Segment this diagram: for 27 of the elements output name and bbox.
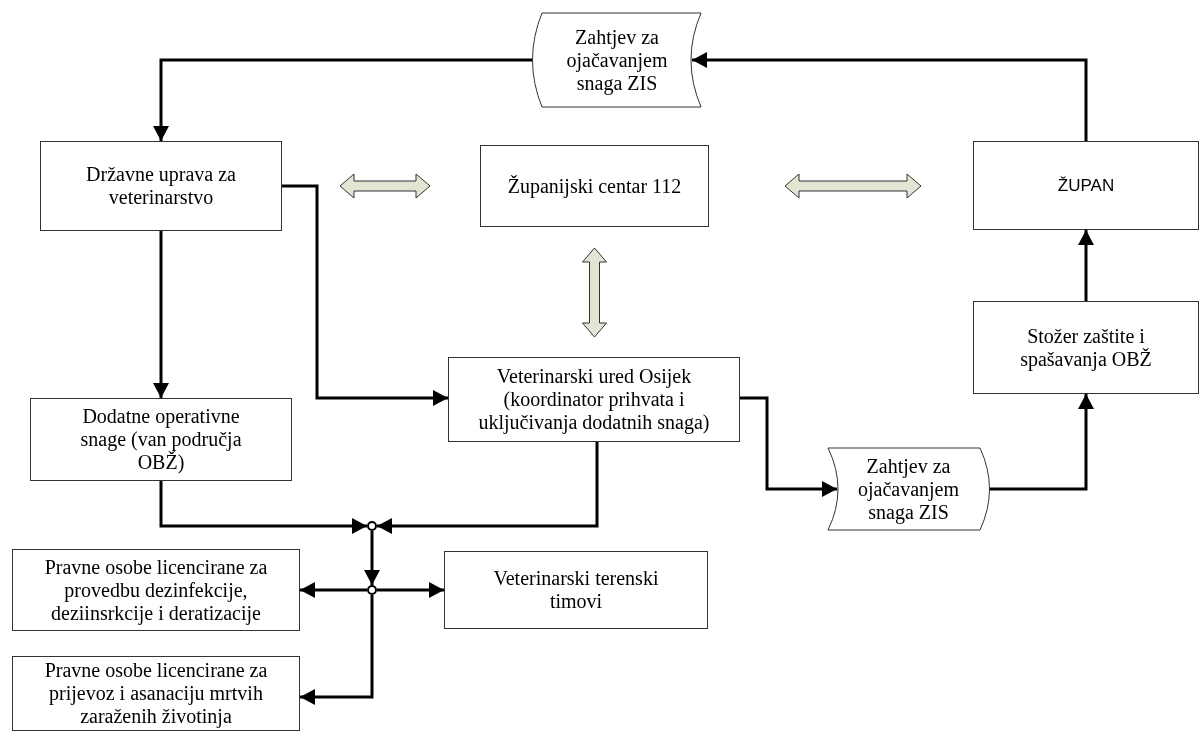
punched-tape-shape: Zahtjev za ojačavanjem snaga ZIS bbox=[827, 447, 990, 531]
arrow bbox=[159, 481, 367, 534]
arrow bbox=[300, 595, 374, 705]
process-box: Pravne osobe licencirane za provedbu dezinfekcije, deziinsrkcije i deratizacije bbox=[12, 549, 300, 631]
arrow bbox=[740, 396, 837, 497]
arrow bbox=[300, 582, 367, 598]
process-box: Županijski centar 112 bbox=[480, 145, 709, 227]
process-box: Stožer zaštite i spašavanja OBŽ bbox=[973, 301, 1199, 394]
arrow bbox=[1078, 230, 1094, 301]
double-block-arrow bbox=[784, 173, 922, 199]
process-box: Veterinarski terenski timovi bbox=[444, 551, 708, 629]
process-box: Državne uprava za veterinarstvo bbox=[40, 141, 282, 231]
process-box: Dodatne operativne snage (van područja OBŽ) bbox=[30, 398, 292, 481]
arrow bbox=[377, 582, 444, 598]
arrow bbox=[364, 531, 380, 585]
punched-tape-shape: Zahtjev za ojačavanjem snaga ZIS bbox=[532, 12, 702, 108]
process-box: Pravne osobe licencirane za prijevoz i asanaciju mrtvih zaraženih životinja bbox=[12, 656, 300, 731]
double-block-arrow bbox=[339, 173, 431, 199]
arrow bbox=[153, 231, 169, 398]
arrow bbox=[377, 442, 599, 534]
arrow bbox=[153, 58, 532, 141]
arrow bbox=[990, 394, 1094, 491]
process-box: Veterinarski ured Osijek (koordinator prihvata i uključivanja dodatnih snaga) bbox=[448, 357, 740, 442]
arrow bbox=[692, 52, 1088, 141]
double-block-arrow bbox=[582, 247, 607, 338]
process-box: ŽUPAN bbox=[973, 141, 1199, 230]
arrow bbox=[282, 184, 448, 406]
